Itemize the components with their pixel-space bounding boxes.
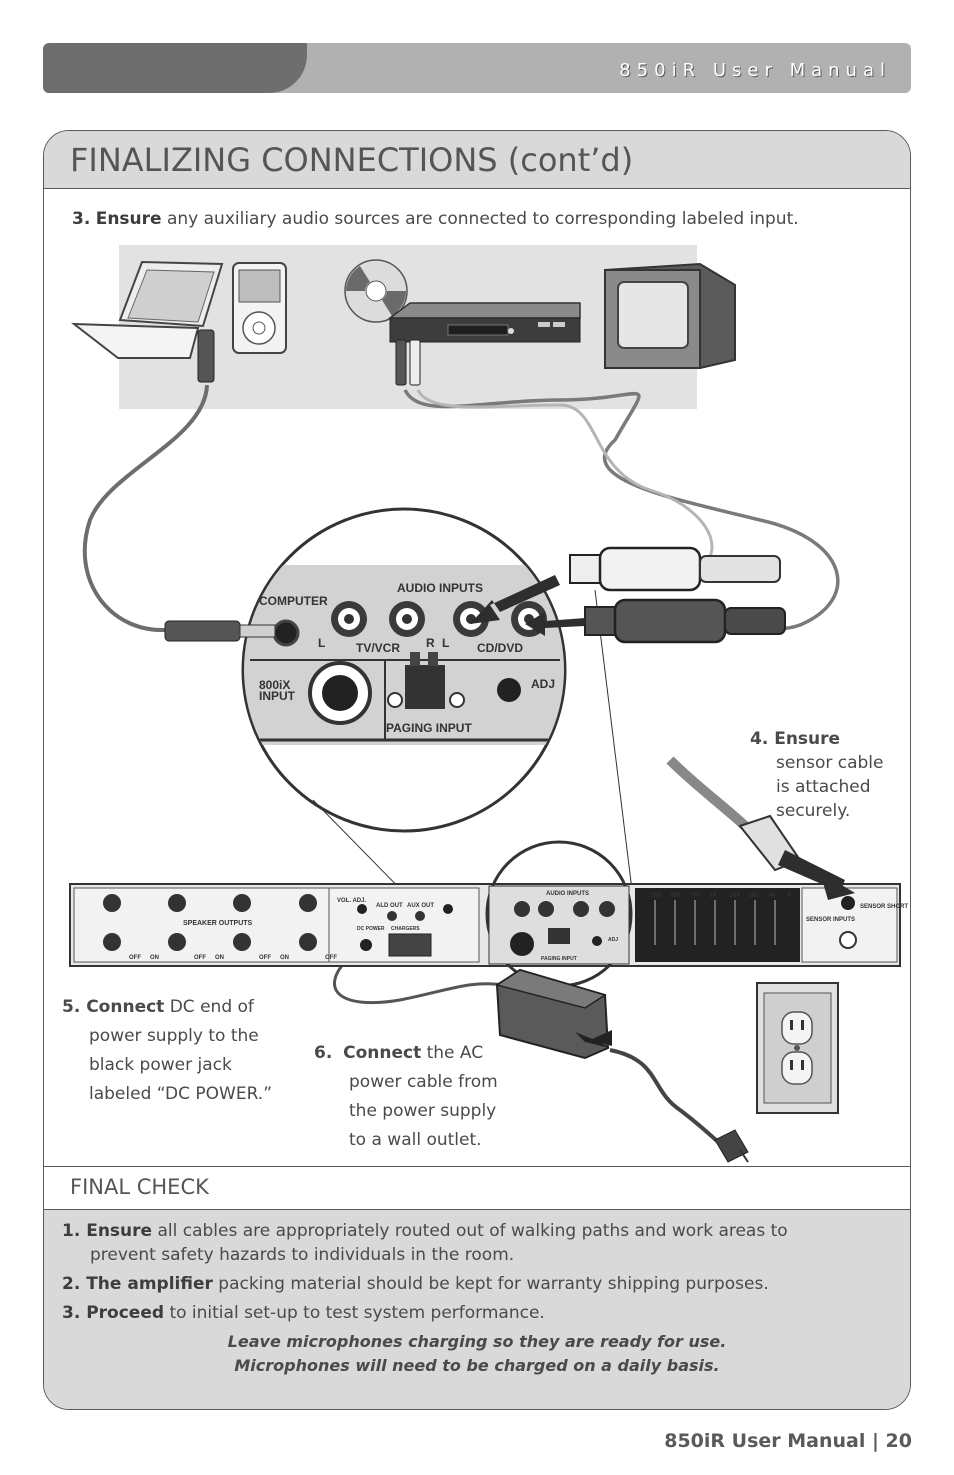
item-2-bold: 2. The amplifier <box>62 1274 213 1294</box>
step-5-line-3: black power jack <box>89 1055 232 1075</box>
final-check-item-3: 3. Proceed to initial set-up to test sys… <box>62 1301 545 1325</box>
step-3: 3. Ensure any auxiliary audio sources ar… <box>72 209 799 229</box>
step-4-line-2: is attached <box>776 777 871 797</box>
source-devices-area <box>119 245 697 409</box>
final-check-title: FINAL CHECK <box>70 1175 209 1199</box>
step-6-line-3: the power supply <box>349 1101 497 1121</box>
final-check-item-1: 1. Ensure all cables are appropriately r… <box>62 1219 788 1267</box>
section-header: FINALIZING CONNECTIONS (cont’d) <box>44 131 910 189</box>
step-6-line-4: to a wall outlet. <box>349 1130 482 1150</box>
step-6-line-1: the AC <box>421 1043 484 1063</box>
step-5-bold: 5. Connect <box>62 997 165 1017</box>
note-line-2: Microphones will need to be charged on a… <box>234 1356 720 1375</box>
section-title: FINALIZING CONNECTIONS (cont’d) <box>70 141 634 179</box>
step-6-number: 6. <box>314 1043 333 1063</box>
step-4-line-1: sensor cable <box>776 753 884 773</box>
step-4: 4. Ensure sensor cable is attached secur… <box>750 727 883 823</box>
step-5: 5. Connect DC end of power supply to the… <box>62 993 272 1109</box>
step-4-line-3: securely. <box>776 801 851 821</box>
final-check-header: FINAL CHECK <box>44 1166 910 1210</box>
final-check-body: 1. Ensure all cables are appropriately r… <box>44 1210 910 1409</box>
step-4-bold: 4. Ensure <box>750 729 841 749</box>
step-6-line-2: power cable from <box>349 1072 498 1092</box>
step-3-text: any auxiliary audio sources are connecte… <box>161 209 799 229</box>
item-1-bold: 1. Ensure <box>62 1221 153 1241</box>
step-3-bold: Ensure <box>95 209 162 229</box>
header-dark-tab <box>43 43 307 93</box>
final-check-item-2: 2. The amplifier packing material should… <box>62 1272 769 1296</box>
item-2-text: packing material should be kept for warr… <box>212 1274 769 1294</box>
step-5-line-4: labeled “DC POWER.” <box>89 1084 273 1104</box>
main-panel: FINALIZING CONNECTIONS (cont’d) 3. Ensur… <box>43 130 911 1410</box>
step-6: 6. Connect the AC power cable from the p… <box>314 1039 498 1155</box>
step-6-bold: Connect <box>343 1043 422 1063</box>
step-3-number: 3. <box>72 209 91 229</box>
item-3-bold: 3. Proceed <box>62 1303 165 1323</box>
note-line-1: Leave microphones charging so they are r… <box>227 1332 727 1351</box>
step-5-line-1: DC end of <box>164 997 254 1017</box>
item-1-line-1: all cables are appropriately routed out … <box>152 1221 788 1241</box>
item-1-line-2: prevent safety hazards to individuals in… <box>90 1245 515 1265</box>
item-3-text: to initial set-up to test system perform… <box>164 1303 545 1323</box>
header-title: 850iR User Manual <box>619 60 891 81</box>
header-bar: 850iR User Manual <box>43 43 911 93</box>
step-5-line-2: power supply to the <box>89 1026 259 1046</box>
page-footer: 850iR User Manual | 20 <box>664 1430 912 1452</box>
